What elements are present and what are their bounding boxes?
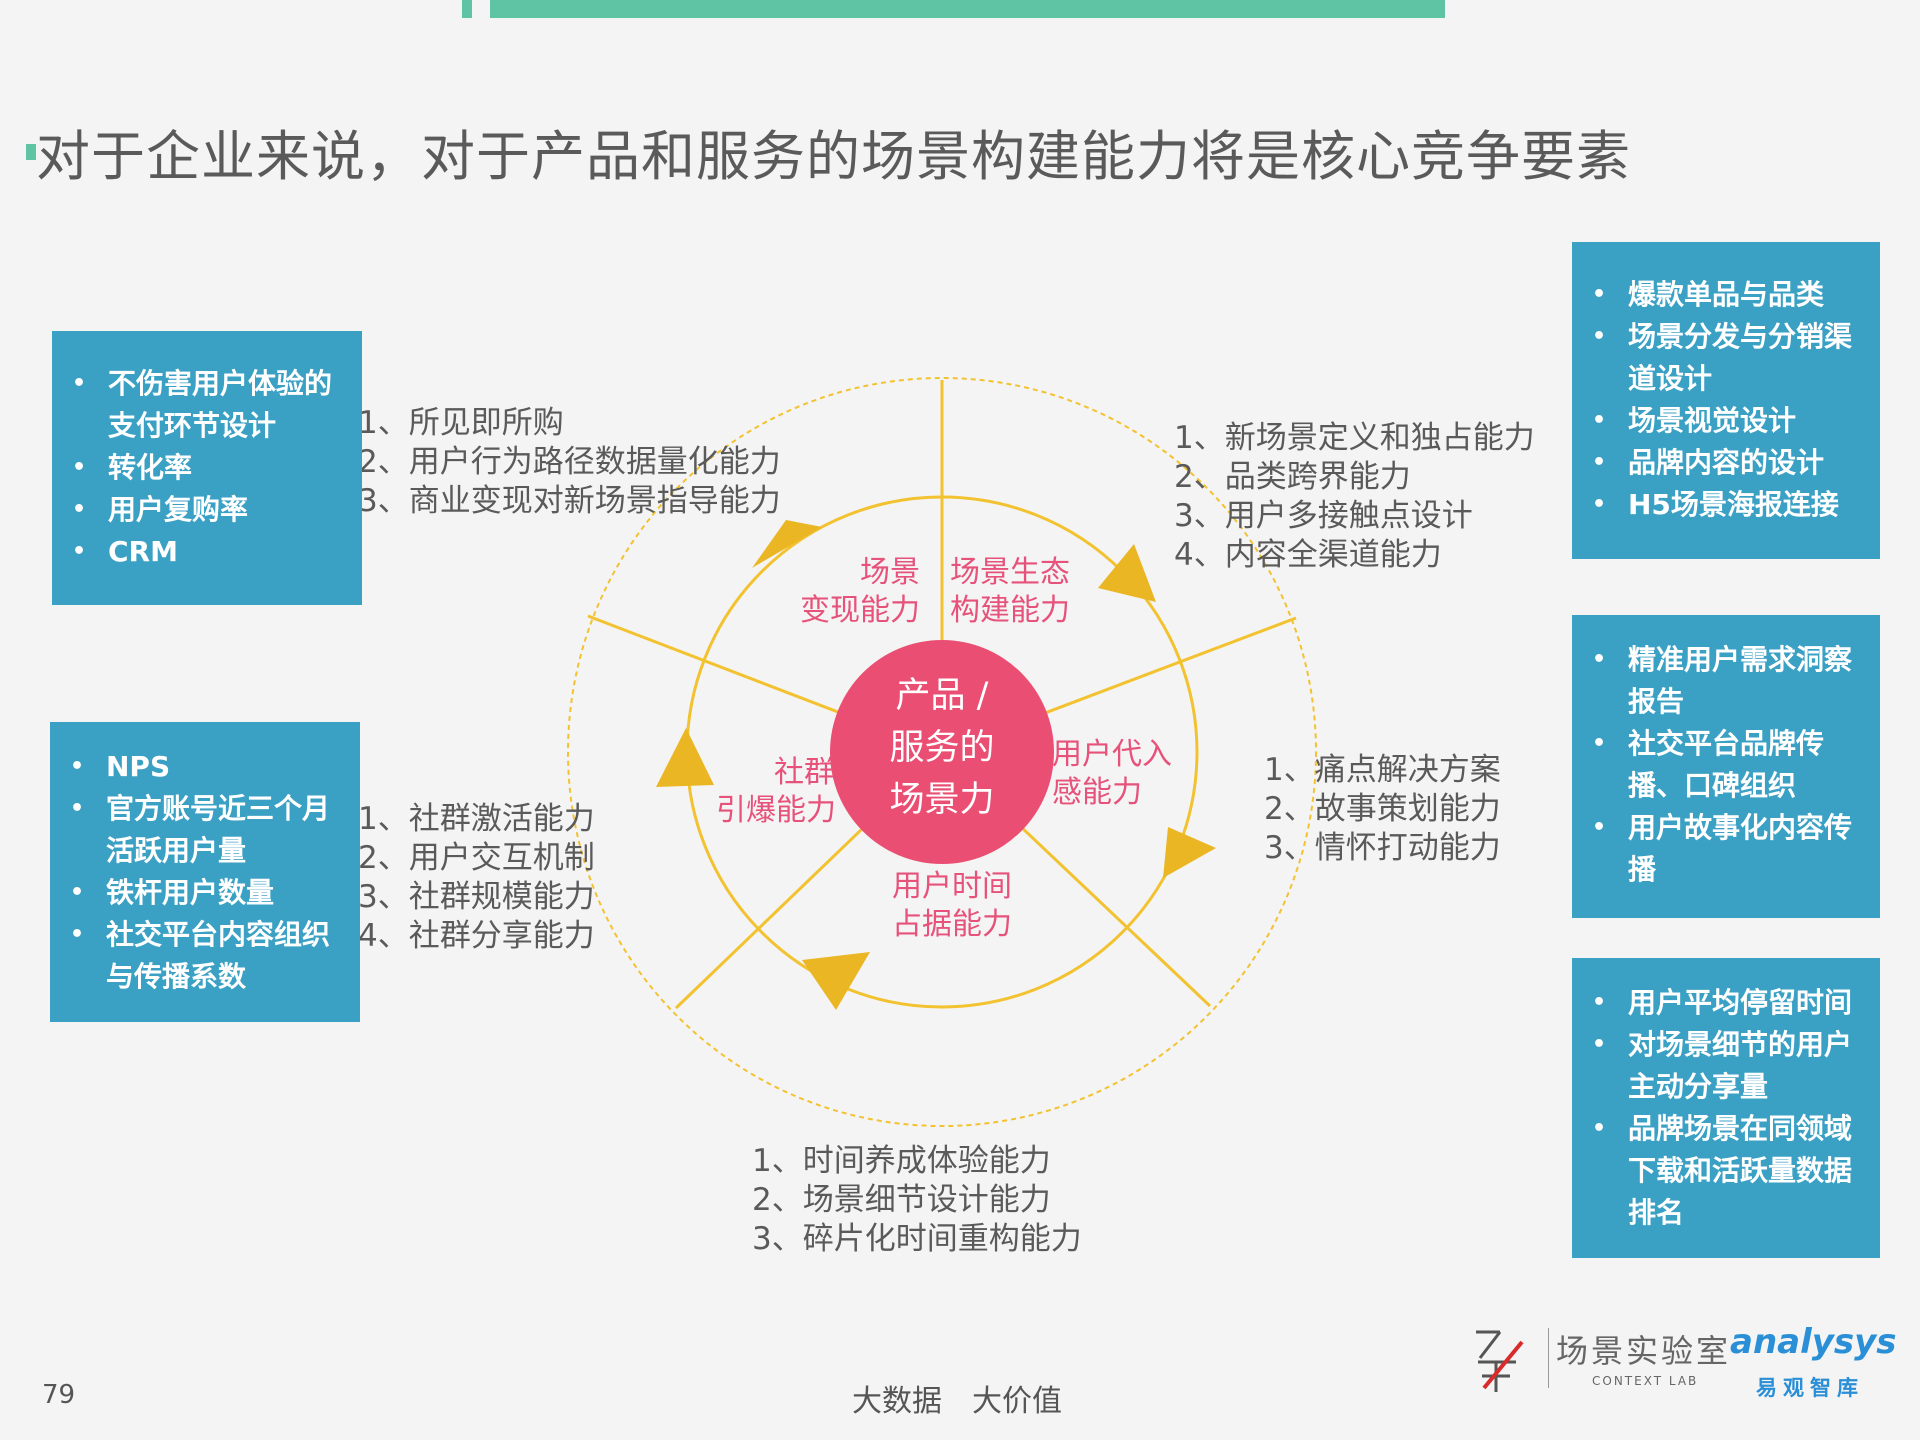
metric-item: 场景视觉设计: [1582, 400, 1874, 442]
center-text: 产品 / 服务的 场景力: [889, 676, 994, 820]
ability-item: 3、用户多接触点设计: [1174, 498, 1473, 534]
metric-item: 不伤害用户体验的支付环节设计: [62, 363, 354, 447]
center-line-1: 产品 /: [896, 676, 989, 716]
ability-item: 2、品类跨界能力: [1174, 459, 1411, 495]
metric-item: H5场景海报连接: [1582, 484, 1874, 526]
metric-item: 用户故事化内容传播: [1582, 807, 1874, 891]
title-marker: [26, 144, 36, 160]
ability-item: 2、故事策划能力: [1264, 791, 1501, 827]
outer-dashed-ring: [567, 377, 1317, 1127]
metric-item: 爆款单品与品类: [1582, 274, 1874, 316]
sector-left-line-1: 社群: [774, 755, 834, 790]
ability-item: 1、时间养成体验能力: [752, 1143, 1051, 1179]
sector-top-left-line-1: 场景: [860, 555, 920, 590]
arrow-top-right: [1098, 544, 1156, 602]
ability-item: 2、用户交互机制: [358, 840, 595, 876]
ability-item: 3、商业变现对新场景指导能力: [358, 483, 781, 519]
cycle-arrows: [656, 520, 1216, 1010]
metric-item: 品牌内容的设计: [1582, 442, 1874, 484]
analysys-logo-cn: 易观智库: [1756, 1376, 1864, 1400]
sector-top-right-line-1: 场景生态: [950, 555, 1070, 590]
metric-box-top-right: 爆款单品与品类 场景分发与分销渠道设计 场景视觉设计 品牌内容的设计 H5场景海…: [1572, 242, 1880, 559]
metric-item: 用户复购率: [62, 489, 354, 531]
center-line-3: 场景力: [889, 780, 994, 820]
ability-list-middle-left: 1、社群激活能力 2、用户交互机制 3、社群规模能力 4、社群分享能力: [358, 800, 595, 956]
metric-item: NPS: [60, 746, 354, 788]
sector-bottom-line-2: 占据能力: [892, 907, 1012, 942]
metric-item: 铁杆用户数量: [60, 872, 354, 914]
page-number: 79: [42, 1380, 76, 1410]
metric-item: CRM: [62, 531, 354, 573]
metric-box-top-left: 不伤害用户体验的支付环节设计 转化率 用户复购率 CRM: [52, 331, 362, 605]
context-lab-name: 场景实验室: [1556, 1332, 1732, 1370]
arrow-right: [1163, 827, 1216, 878]
metric-box-middle-right: 精准用户需求洞察报告 社交平台品牌传播、口碑组织 用户故事化内容传播: [1572, 615, 1880, 918]
sector-right-line-2: 感能力: [1052, 775, 1142, 810]
metric-box-bottom-left: NPS 官方账号近三个月活跃用户量 铁杆用户数量 社交平台内容组织与传播系数: [50, 722, 360, 1022]
ability-item: 4、内容全渠道能力: [1174, 537, 1442, 573]
metric-item: 社交平台内容组织与传播系数: [60, 914, 354, 998]
footer-slogan: 大数据 大价值: [852, 1384, 1062, 1419]
context-lab-logo-icon: [1476, 1330, 1524, 1392]
ability-list-top-right: 1、新场景定义和独占能力 2、品类跨界能力 3、用户多接触点设计 4、内容全渠道…: [1174, 419, 1535, 575]
center-line-2: 服务的: [889, 728, 994, 768]
ability-item: 1、新场景定义和独占能力: [1174, 420, 1535, 456]
ability-item: 3、碎片化时间重构能力: [752, 1221, 1082, 1257]
sector-top-right-line-2: 构建能力: [950, 593, 1070, 628]
sector-right-line-1: 用户代入: [1052, 737, 1172, 772]
ability-list-top-left: 1、所见即所购 2、用户行为路径数据量化能力 3、商业变现对新场景指导能力: [358, 404, 781, 521]
arrow-bottom: [802, 952, 870, 1010]
logo-divider: [1548, 1328, 1549, 1388]
ability-item: 1、社群激活能力: [358, 801, 595, 837]
metric-item: 官方账号近三个月活跃用户量: [60, 788, 354, 872]
metric-item: 用户平均停留时间: [1582, 982, 1874, 1024]
sector-left-line-2: 引爆能力: [716, 793, 836, 828]
arrow-top-left: [752, 520, 822, 568]
context-lab-name-en: CONTEXT LAB: [1592, 1374, 1699, 1388]
metric-item: 品牌场景在同领域下载和活跃量数据排名: [1582, 1108, 1874, 1234]
analysys-logo-text: analysys: [1730, 1322, 1897, 1362]
sector-labels: 场景 变现能力 场景生态 构建能力 用户代入 感能力 用户时间 占据能力 社群 …: [716, 555, 1172, 942]
sector-bottom-line-1: 用户时间: [892, 869, 1012, 904]
ability-item: 3、情怀打动能力: [1264, 830, 1501, 866]
ability-item: 2、用户行为路径数据量化能力: [358, 444, 781, 480]
top-accent-bar-small: [462, 0, 472, 18]
ability-item: 1、痛点解决方案: [1264, 752, 1501, 788]
metric-box-bottom-right: 用户平均停留时间 对场景细节的用户主动分享量 品牌场景在同领域下载和活跃量数据排…: [1572, 958, 1880, 1258]
footer-logos: 场景实验室 CONTEXT LAB analysys 易观智库: [1466, 1322, 1897, 1402]
page-title: 对于企业来说，对于产品和服务的场景构建能力将是核心竞争要素: [36, 125, 1631, 188]
top-accent-bar: [490, 0, 1445, 18]
ability-item: 3、社群规模能力: [358, 879, 595, 915]
metric-item: 对场景细节的用户主动分享量: [1582, 1024, 1874, 1108]
ability-item: 1、所见即所购: [358, 405, 564, 441]
arrow-left: [656, 728, 714, 787]
metric-item: 场景分发与分销渠道设计: [1582, 316, 1874, 400]
ability-item: 4、社群分享能力: [358, 918, 595, 954]
ability-item: 2、场景细节设计能力: [752, 1182, 1051, 1218]
ability-list-bottom: 1、时间养成体验能力 2、场景细节设计能力 3、碎片化时间重构能力: [752, 1142, 1082, 1259]
metric-item: 转化率: [62, 447, 354, 489]
center-circle: [830, 640, 1054, 864]
sector-top-left-line-2: 变现能力: [800, 593, 920, 628]
ability-list-middle-right: 1、痛点解决方案 2、故事策划能力 3、情怀打动能力: [1264, 751, 1501, 868]
metric-item: 社交平台品牌传播、口碑组织: [1582, 723, 1874, 807]
metric-item: 精准用户需求洞察报告: [1582, 639, 1874, 723]
